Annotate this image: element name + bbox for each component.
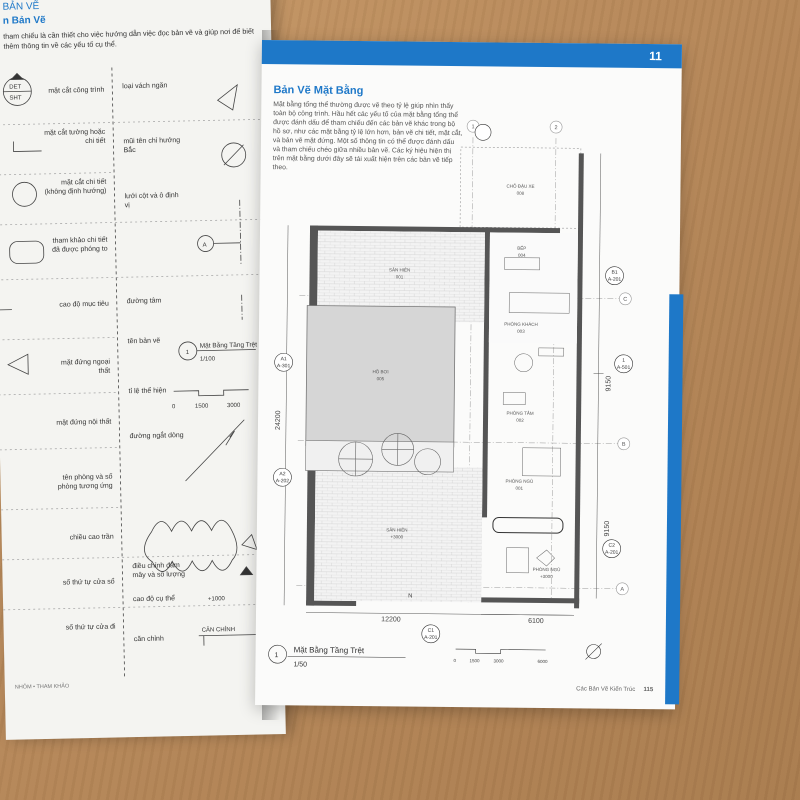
left-label-0: mặt cắt công trình — [48, 86, 105, 95]
left-symbol-table: DET SHT A 1 Mặt Bằng Tầng Trệt 1/100 0 1… — [0, 67, 274, 678]
plan-title: Mặt Bằng Tầng Trệt — [294, 645, 365, 655]
sht-label: SHT — [9, 95, 21, 101]
grid-bubbles — [466, 119, 632, 596]
dim-9150b: 9150 — [604, 521, 611, 537]
left-label2-2: lưới cột và ô định vị — [124, 192, 179, 210]
elev-label: +1000 — [208, 596, 226, 602]
left-label-8: chiều cao trần — [69, 533, 114, 542]
sb-3000: 3000 — [493, 658, 504, 663]
left-label2-7: điều chỉnh đám mây và số lượng — [132, 562, 186, 580]
left-label2-4: tên bản vẽ — [127, 337, 161, 346]
marker-b1: B1 — [611, 270, 617, 276]
left-label2-1: mũi tên chỉ hướng Bắc — [123, 137, 181, 155]
grid-b: B — [622, 442, 626, 448]
name-label: Mặt Bằng Tầng Trệt — [200, 339, 258, 349]
s1-label: 1500 — [195, 404, 209, 410]
det-label: DET — [9, 84, 21, 90]
name-num-label: 1 — [186, 350, 190, 356]
room-living-code: 003 — [517, 329, 525, 334]
right-page: 11 Bản Vẽ Mặt Bằng Mặt bằng tổng thể thư… — [255, 40, 684, 710]
left-label2-3: đường tâm — [126, 297, 162, 306]
room-kitchen-code: 004 — [518, 253, 526, 258]
marker-c2: C2 — [608, 543, 615, 549]
room-bath-code: 002 — [516, 418, 524, 423]
left-label-6: mặt đứng nội thất — [56, 418, 112, 427]
room-pool-code: 005 — [377, 376, 385, 381]
title-num: 1 — [275, 652, 279, 659]
grid-c: C — [623, 297, 627, 303]
room-bed: PHÒNG NGỦ — [505, 478, 533, 484]
left-label2-9: căn chỉnh — [133, 635, 164, 644]
marker-a2: A2 — [279, 471, 285, 477]
left-label-9: số thứ tự cửa sổ — [62, 578, 115, 587]
left-footer: NHỎM • THAM KHẢO — [14, 683, 70, 691]
room-kitchen: BẾP — [517, 245, 526, 251]
room-bath: PHÒNG TẮM — [506, 409, 533, 416]
room-bed2: PHÒNG NGỦ — [533, 566, 561, 572]
sb-6000: 6000 — [537, 659, 548, 664]
marker-c1: C1 — [428, 628, 435, 634]
room-carport-code: 008 — [517, 191, 525, 196]
room-terrace: SÂN HIÊN — [389, 265, 410, 272]
align-label: CĂN CHỈNH — [202, 626, 235, 634]
grid-label: A — [203, 243, 207, 249]
grid-a: A — [620, 587, 624, 593]
grid-2: 2 — [555, 125, 558, 131]
floor-plan: 1 2 A B C — [268, 119, 633, 669]
sb-0: 0 — [453, 658, 456, 663]
dim-6100: 6100 — [528, 618, 544, 625]
left-label2-0: loại vách ngăn — [122, 82, 168, 91]
marker-1-ref: A-501 — [617, 365, 631, 371]
s0-label: 0 — [172, 404, 176, 410]
room-bed-code: 001 — [516, 486, 524, 491]
left-label-1: mặt cắt tường hoặc chi tiết — [44, 128, 106, 146]
room-pool: HỒ BƠI — [372, 368, 388, 374]
left-label-4: cao độ mục tiêu — [59, 300, 109, 309]
marker-c1-ref: A-201 — [424, 635, 438, 641]
right-footer: Các Bản Vẽ Kiến Trúc — [576, 686, 636, 693]
marker-c2-ref: A-201 — [605, 550, 619, 556]
plan-scale: 1/50 — [293, 661, 307, 668]
room-terrace2-code: +3000 — [390, 534, 403, 539]
s2-label: 3000 — [227, 403, 241, 409]
dim-12200: 12200 — [381, 616, 401, 623]
sb-1500: 1500 — [469, 658, 480, 663]
left-label2-8: cao độ cụ thể — [132, 595, 176, 604]
right-footer-page: 115 — [643, 687, 654, 694]
left-label-3: tham khảo chi tiết đã được phóng to — [52, 236, 108, 254]
room-bed2-code: +3000 — [540, 574, 553, 579]
left-label2-5: tỉ lệ thể hiện — [128, 387, 167, 396]
scale-label: 1/100 — [200, 356, 216, 362]
marker-a2-ref: A-202 — [276, 478, 290, 484]
room-terrace-code: 001 — [396, 274, 404, 279]
left-label-2: mặt cắt chi tiết (không định hướng) — [44, 178, 107, 196]
left-label-5: mặt đứng ngoại thất — [60, 358, 111, 375]
left-page: BẢN VẼ n Bản Vẽ tham chiếu là cần thiết … — [0, 0, 286, 740]
north-label: N — [408, 594, 412, 600]
dim-9150a: 9150 — [605, 376, 612, 392]
room-living: PHÒNG KHÁCH — [504, 321, 538, 327]
marker-b1-ref: A-201 — [608, 277, 622, 283]
left-label-7: tên phòng và số phòng tương ứng — [57, 473, 113, 491]
room-terrace2: SÂN HIÊN — [386, 525, 407, 532]
left-label-10: số thứ tự cửa đi — [65, 623, 116, 632]
grid-1: 1 — [472, 124, 475, 130]
marker-a1-ref: A-301 — [277, 363, 291, 369]
marker-1: 1 — [622, 358, 625, 364]
marker-a1: A1 — [281, 356, 287, 362]
left-label2-6: đường ngắt dòng — [129, 432, 184, 441]
dim-24200: 24200 — [275, 410, 282, 430]
room-carport: CHỖ ĐẬU XE — [506, 183, 534, 189]
